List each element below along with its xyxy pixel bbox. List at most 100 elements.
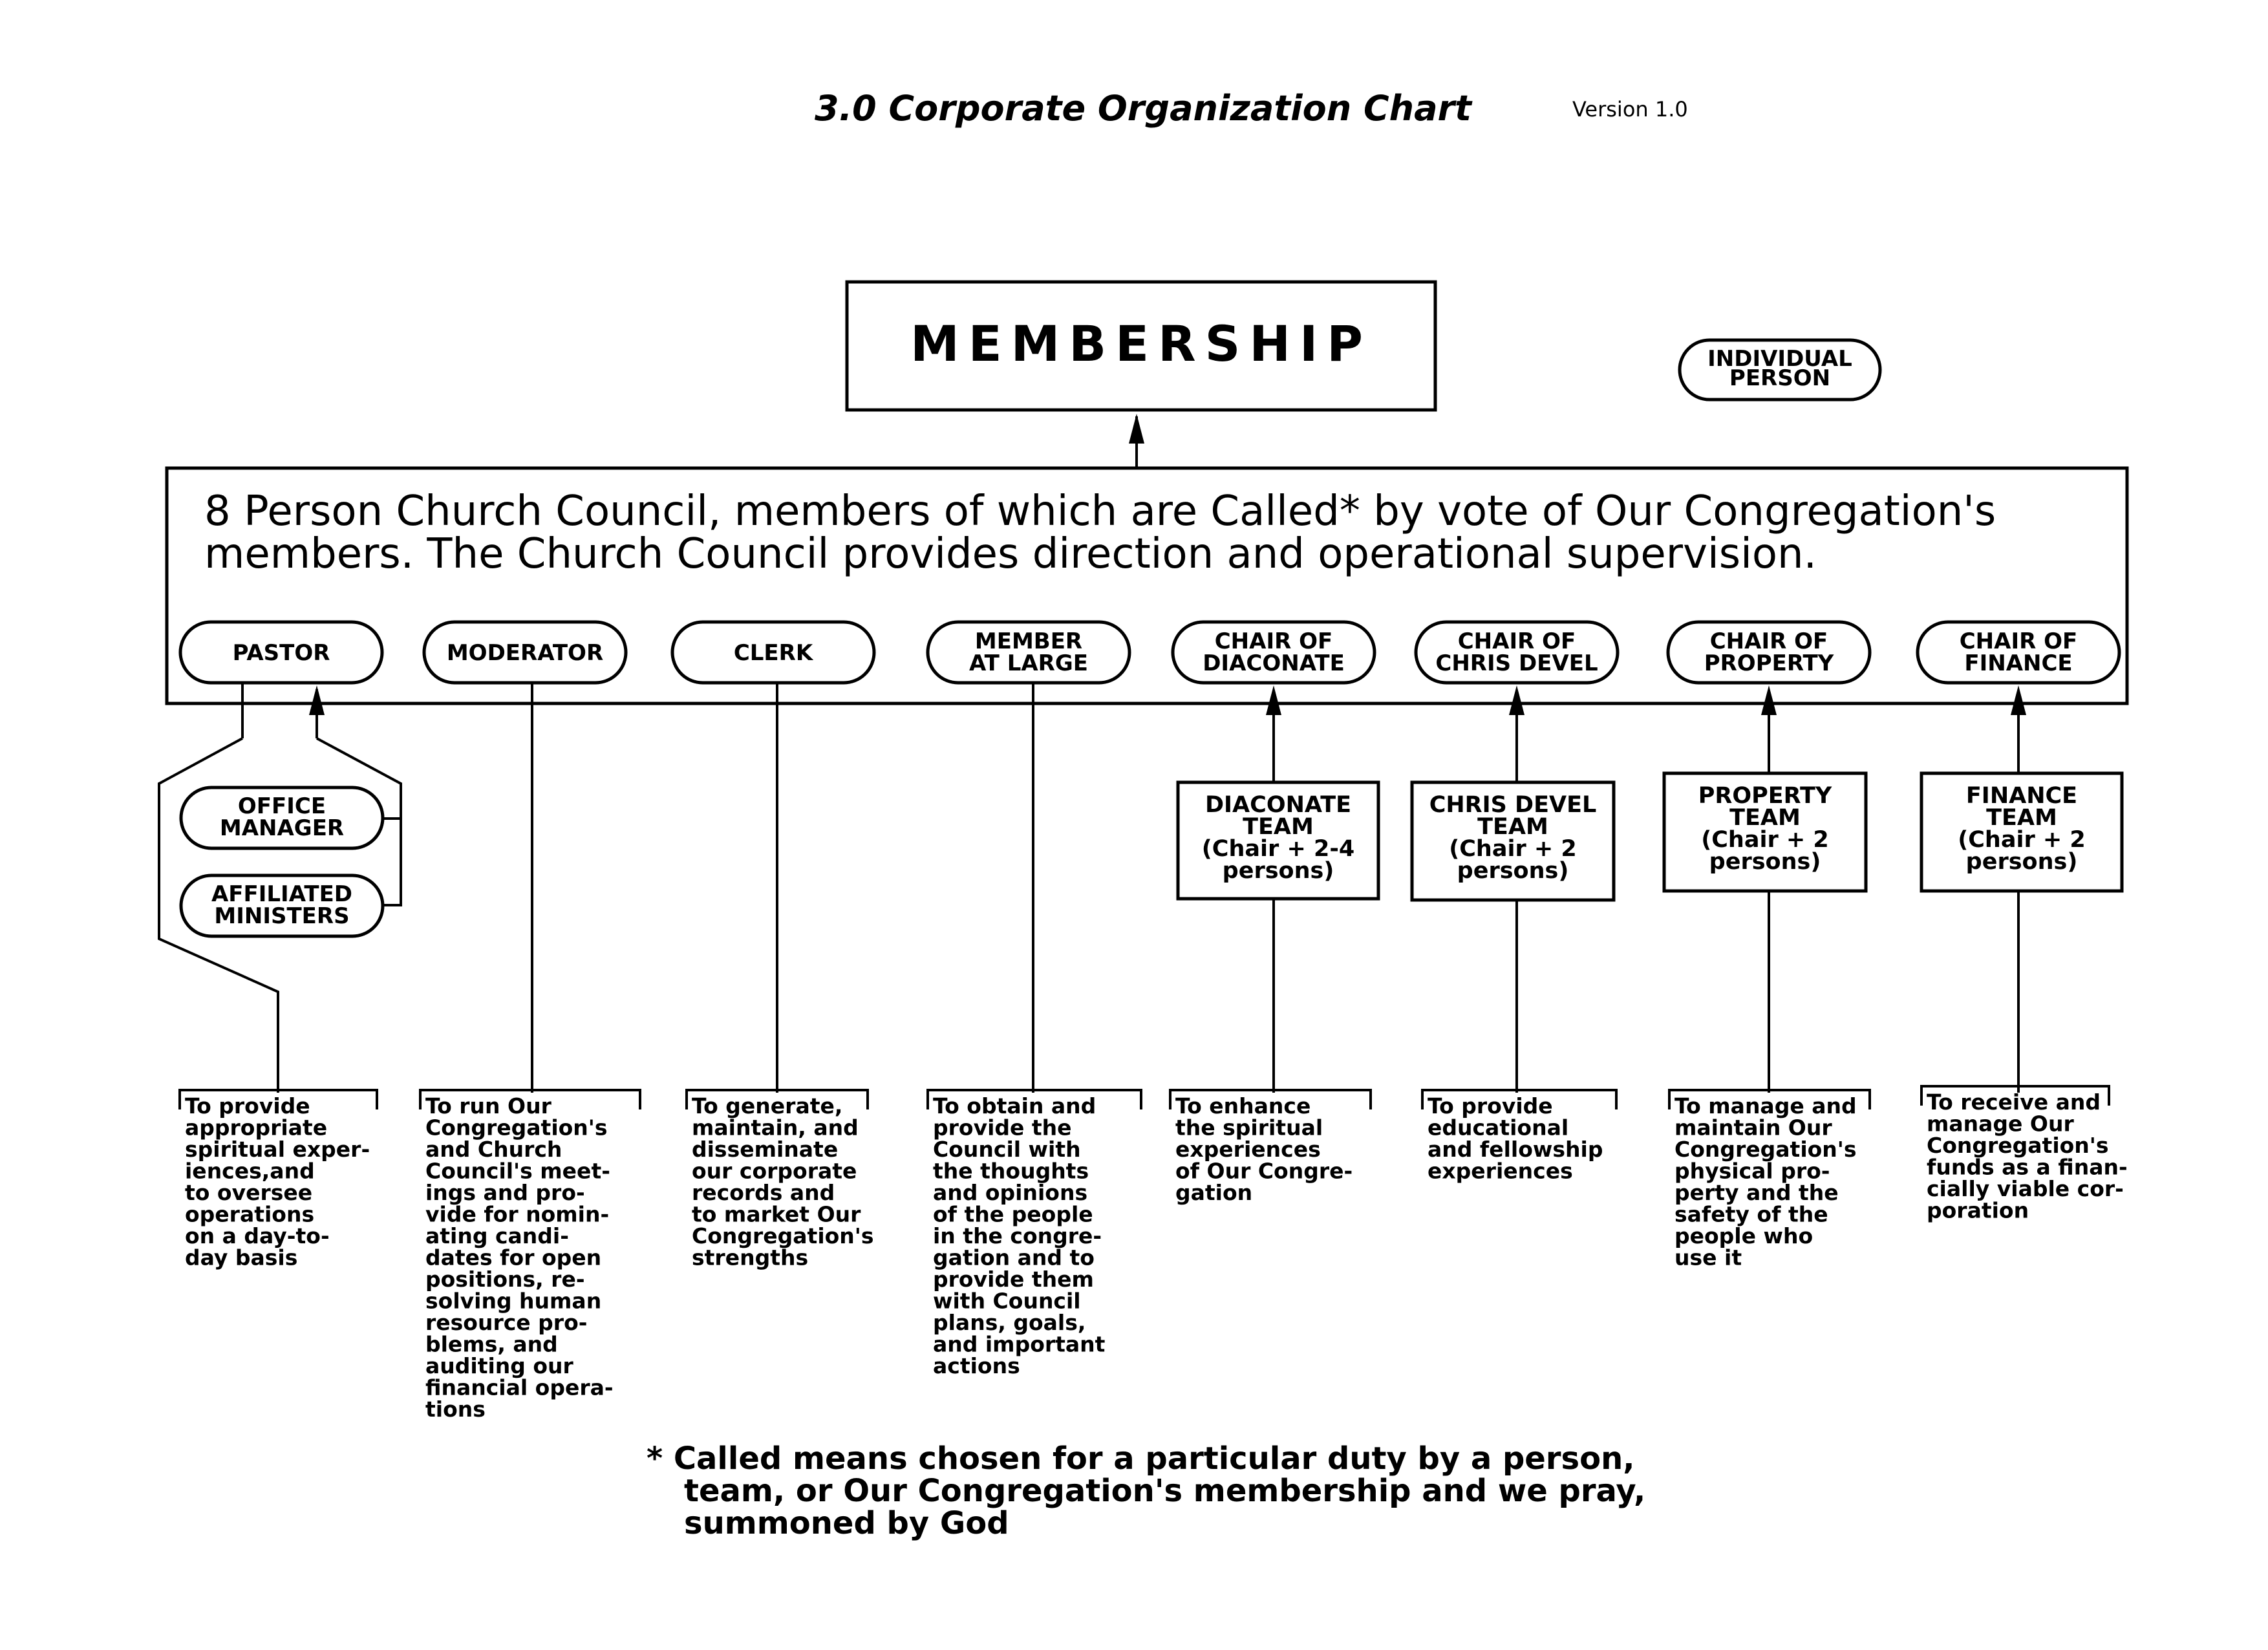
role-label-5-line-2: CHRIS DEVEL [1435, 650, 1598, 676]
desc-5-line-4: experiences [1428, 1159, 1573, 1184]
legend-pill [1678, 338, 1882, 402]
desc-1-line-12: blems, and [425, 1332, 558, 1357]
team-label-2-line-1: PROPERTY [1698, 783, 1832, 809]
role-pill-1 [422, 620, 628, 685]
desc-0-line-8: day basis [185, 1245, 297, 1270]
desc-6-line-1: To manage and [1674, 1093, 1857, 1119]
staff-label-0-line-2: MANAGER [220, 815, 344, 841]
desc-3-line-6: of the people [933, 1202, 1093, 1227]
desc-1-line-2: Congregation's [425, 1115, 608, 1141]
role-label-6-line-2: PROPERTY [1704, 650, 1834, 676]
council-text-line-2: members. The Church Council provides dir… [204, 530, 1817, 578]
staff-pill-0 [179, 786, 385, 850]
desc-bracket-5 [1421, 1089, 1618, 1109]
desc-6-line-2: maintain Our [1674, 1115, 1832, 1141]
desc-1-line-11: resource pro- [425, 1310, 587, 1335]
role-label-7-line-2: FINANCE [1964, 650, 2072, 676]
team-label-0-line-2: TEAM [1243, 814, 1314, 840]
team-arrowhead-1 [1509, 685, 1524, 715]
desc-bracket-1 [419, 1089, 641, 1109]
desc-1-line-3: and Church [425, 1137, 562, 1162]
desc-2-line-4: our corporate [692, 1159, 857, 1184]
role-label-2: CLERK [734, 640, 814, 666]
desc-4-line-4: of Our Congre- [1175, 1159, 1353, 1184]
team-label-0-line-3: (Chair + 2-4 [1202, 836, 1354, 862]
desc-3-line-12: and important [933, 1332, 1106, 1357]
desc-1-line-10: solving human [425, 1289, 601, 1314]
desc-0-line-6: operations [185, 1202, 314, 1227]
desc-1-line-4: Council's meet- [425, 1159, 610, 1184]
legend-individual-person: INDIVIDUAL PERSON [1678, 338, 1882, 402]
desc-3-line-7: in the congre- [933, 1223, 1102, 1248]
team-label-3-line-2: TEAM [1986, 805, 2057, 831]
role-label-3-line-1: MEMBER [975, 628, 1082, 654]
staff-pill-1 [179, 873, 385, 938]
role-pill-6 [1666, 620, 1872, 685]
role-label-7-line-1: CHAIR OF [1960, 628, 2078, 654]
pastor-branch-left [158, 737, 279, 1093]
desc-1-line-9: positions, re- [425, 1267, 585, 1292]
chart-title: 3.0 Corporate Organization Chart [815, 88, 1473, 129]
team-arrowhead-0 [1266, 685, 1281, 715]
team-box-0 [1176, 780, 1380, 901]
team-box-1 [1410, 780, 1616, 902]
desc-2-line-5: records and [692, 1180, 835, 1205]
legend-line-1: INDIVIDUAL [1707, 346, 1852, 372]
desc-3-line-3: Council with [933, 1137, 1081, 1162]
desc-1-line-6: vide for nomin- [425, 1202, 609, 1227]
desc-6-line-6: safety of the [1674, 1202, 1828, 1227]
desc-7-line-4: funds as a finan- [1927, 1155, 2128, 1180]
desc-bracket-3 [926, 1089, 1142, 1109]
desc-1-line-14: financial opera- [425, 1375, 614, 1400]
desc-3-line-11: plans, goals, [933, 1310, 1086, 1335]
desc-4-line-5: gation [1175, 1180, 1252, 1205]
desc-5-line-2: educational [1428, 1115, 1568, 1141]
role-label-5-line-1: CHAIR OF [1458, 628, 1576, 654]
role-pill-0 [178, 620, 384, 685]
desc-5-line-3: and fellowship [1428, 1137, 1603, 1162]
role-label-0: PASTOR [233, 640, 330, 666]
team-label-0-line-4: persons) [1223, 858, 1334, 884]
team-label-3-line-3: (Chair + 2 [1958, 827, 2086, 853]
desc-7-line-6: poration [1927, 1198, 2029, 1223]
desc-4-line-2: the spiritual [1175, 1115, 1323, 1141]
council-text-line-1: 8 Person Church Council, members of whic… [204, 488, 1996, 535]
desc-0-line-1: To provide [185, 1093, 310, 1119]
desc-6-line-7: people who [1674, 1223, 1813, 1248]
team-label-2-line-4: persons) [1709, 849, 1821, 875]
desc-6-line-3: Congregation's [1674, 1137, 1857, 1162]
desc-3-line-10: with Council [933, 1289, 1081, 1314]
desc-4-line-3: experiences [1175, 1137, 1321, 1162]
desc-0-line-7: on a day-to- [185, 1223, 330, 1248]
desc-3-line-5: and opinions [933, 1180, 1087, 1205]
team-arrowhead-3 [2011, 685, 2026, 715]
footnote-line-2: team, or Our Congregation's membership a… [684, 1473, 1645, 1509]
desc-3-line-9: provide them [933, 1267, 1094, 1292]
membership-label: MEMBERSHIP [910, 315, 1372, 372]
desc-2-line-2: maintain, and [692, 1115, 859, 1141]
team-box-3 [1920, 771, 2124, 893]
role-pill-2 [670, 620, 876, 685]
desc-0-line-4: iences,and [185, 1159, 315, 1184]
role-label-6-line-1: CHAIR OF [1710, 628, 1828, 654]
role-pill-3 [926, 620, 1131, 685]
staff-label-1-line-1: AFFILIATED [211, 881, 352, 907]
footnote-line-3: summoned by God [684, 1505, 1009, 1541]
desc-bracket-6 [1668, 1089, 1871, 1109]
desc-2-line-6: to market Our [692, 1202, 861, 1227]
legend-line-2: PERSON [1729, 365, 1830, 391]
desc-1-line-15: tions [425, 1397, 486, 1422]
team-box-2 [1662, 771, 1868, 893]
desc-6-line-5: perty and the [1674, 1180, 1839, 1205]
membership-arrowhead [1129, 414, 1144, 444]
desc-1-line-5: ings and pro- [425, 1180, 585, 1205]
version-label: Version 1.0 [1572, 97, 1688, 122]
desc-0-line-2: appropriate [185, 1115, 327, 1141]
team-label-1-line-3: (Chair + 2 [1449, 836, 1577, 862]
desc-4-line-1: To enhance [1175, 1093, 1311, 1119]
desc-bracket-2 [685, 1089, 869, 1109]
desc-7-line-5: cially viable cor- [1927, 1176, 2124, 1201]
team-label-1-line-1: CHRIS DEVEL [1429, 792, 1597, 818]
desc-1-line-1: To run Our [425, 1093, 552, 1119]
desc-2-line-3: disseminate [692, 1137, 838, 1162]
